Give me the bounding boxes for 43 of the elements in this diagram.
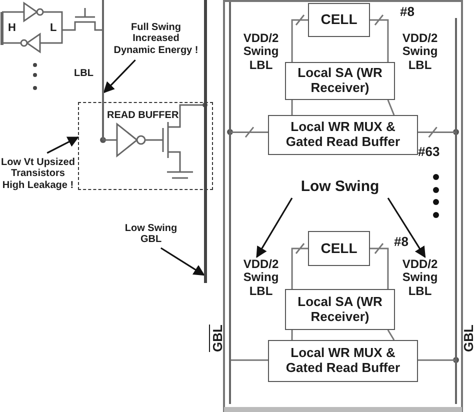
label-text: H xyxy=(8,22,16,34)
block-box: Local SA (WR Receiver) xyxy=(285,289,395,330)
label-text: L xyxy=(50,22,57,34)
block-box: CELL xyxy=(308,3,370,37)
bit-line xyxy=(455,18,457,404)
connector-line xyxy=(291,100,293,115)
block-box: CELL xyxy=(308,231,370,266)
annotation-text: Low Vt Upsized Transistors High Leakage ! xyxy=(0,153,76,195)
label-text: #8 xyxy=(400,4,414,19)
bit-line xyxy=(204,0,207,283)
connector-line xyxy=(417,126,456,138)
connector-line xyxy=(291,330,293,340)
bit-line-label: GBL xyxy=(210,324,225,352)
connector-line xyxy=(230,126,269,138)
block-box: Local SA (WR Receiver) xyxy=(285,62,395,100)
arrow xyxy=(103,59,136,94)
connector-line xyxy=(369,242,389,290)
connector-line xyxy=(291,242,309,290)
block-box: Local WR MUX & Gated Read Buffer xyxy=(268,340,418,382)
annotation-text: VDD/2 Swing LBL xyxy=(240,257,282,299)
connector-line xyxy=(369,14,389,63)
label-text: LBL xyxy=(74,68,94,79)
arrow xyxy=(160,247,205,276)
connector-line xyxy=(387,330,395,340)
bit-line xyxy=(229,2,231,404)
bit-line-label: GBL xyxy=(461,324,474,352)
bit-line xyxy=(102,0,104,140)
block-box: Local WR MUX & Gated Read Buffer xyxy=(268,115,418,155)
annotation-text: Low Swing xyxy=(290,176,390,198)
connector-line xyxy=(291,14,309,63)
arrow xyxy=(46,136,79,154)
arrow xyxy=(256,198,293,258)
annotation-text: Low Swing GBL xyxy=(118,220,184,248)
annotation-text: VDD/2 Swing LBL xyxy=(395,257,445,299)
annotation-text: VDD/2 Swing LBL xyxy=(395,31,445,73)
connector-line xyxy=(418,359,455,361)
annotation-text: VDD/2 Swing LBL xyxy=(240,31,282,73)
label-text: #63 xyxy=(418,144,440,159)
label-text: #8 xyxy=(394,234,408,249)
connector-line xyxy=(231,359,268,361)
arrow xyxy=(387,198,426,258)
annotation-text: Full Swing Increased Dynamic Energy ! xyxy=(111,18,201,60)
connector-line xyxy=(387,100,395,116)
